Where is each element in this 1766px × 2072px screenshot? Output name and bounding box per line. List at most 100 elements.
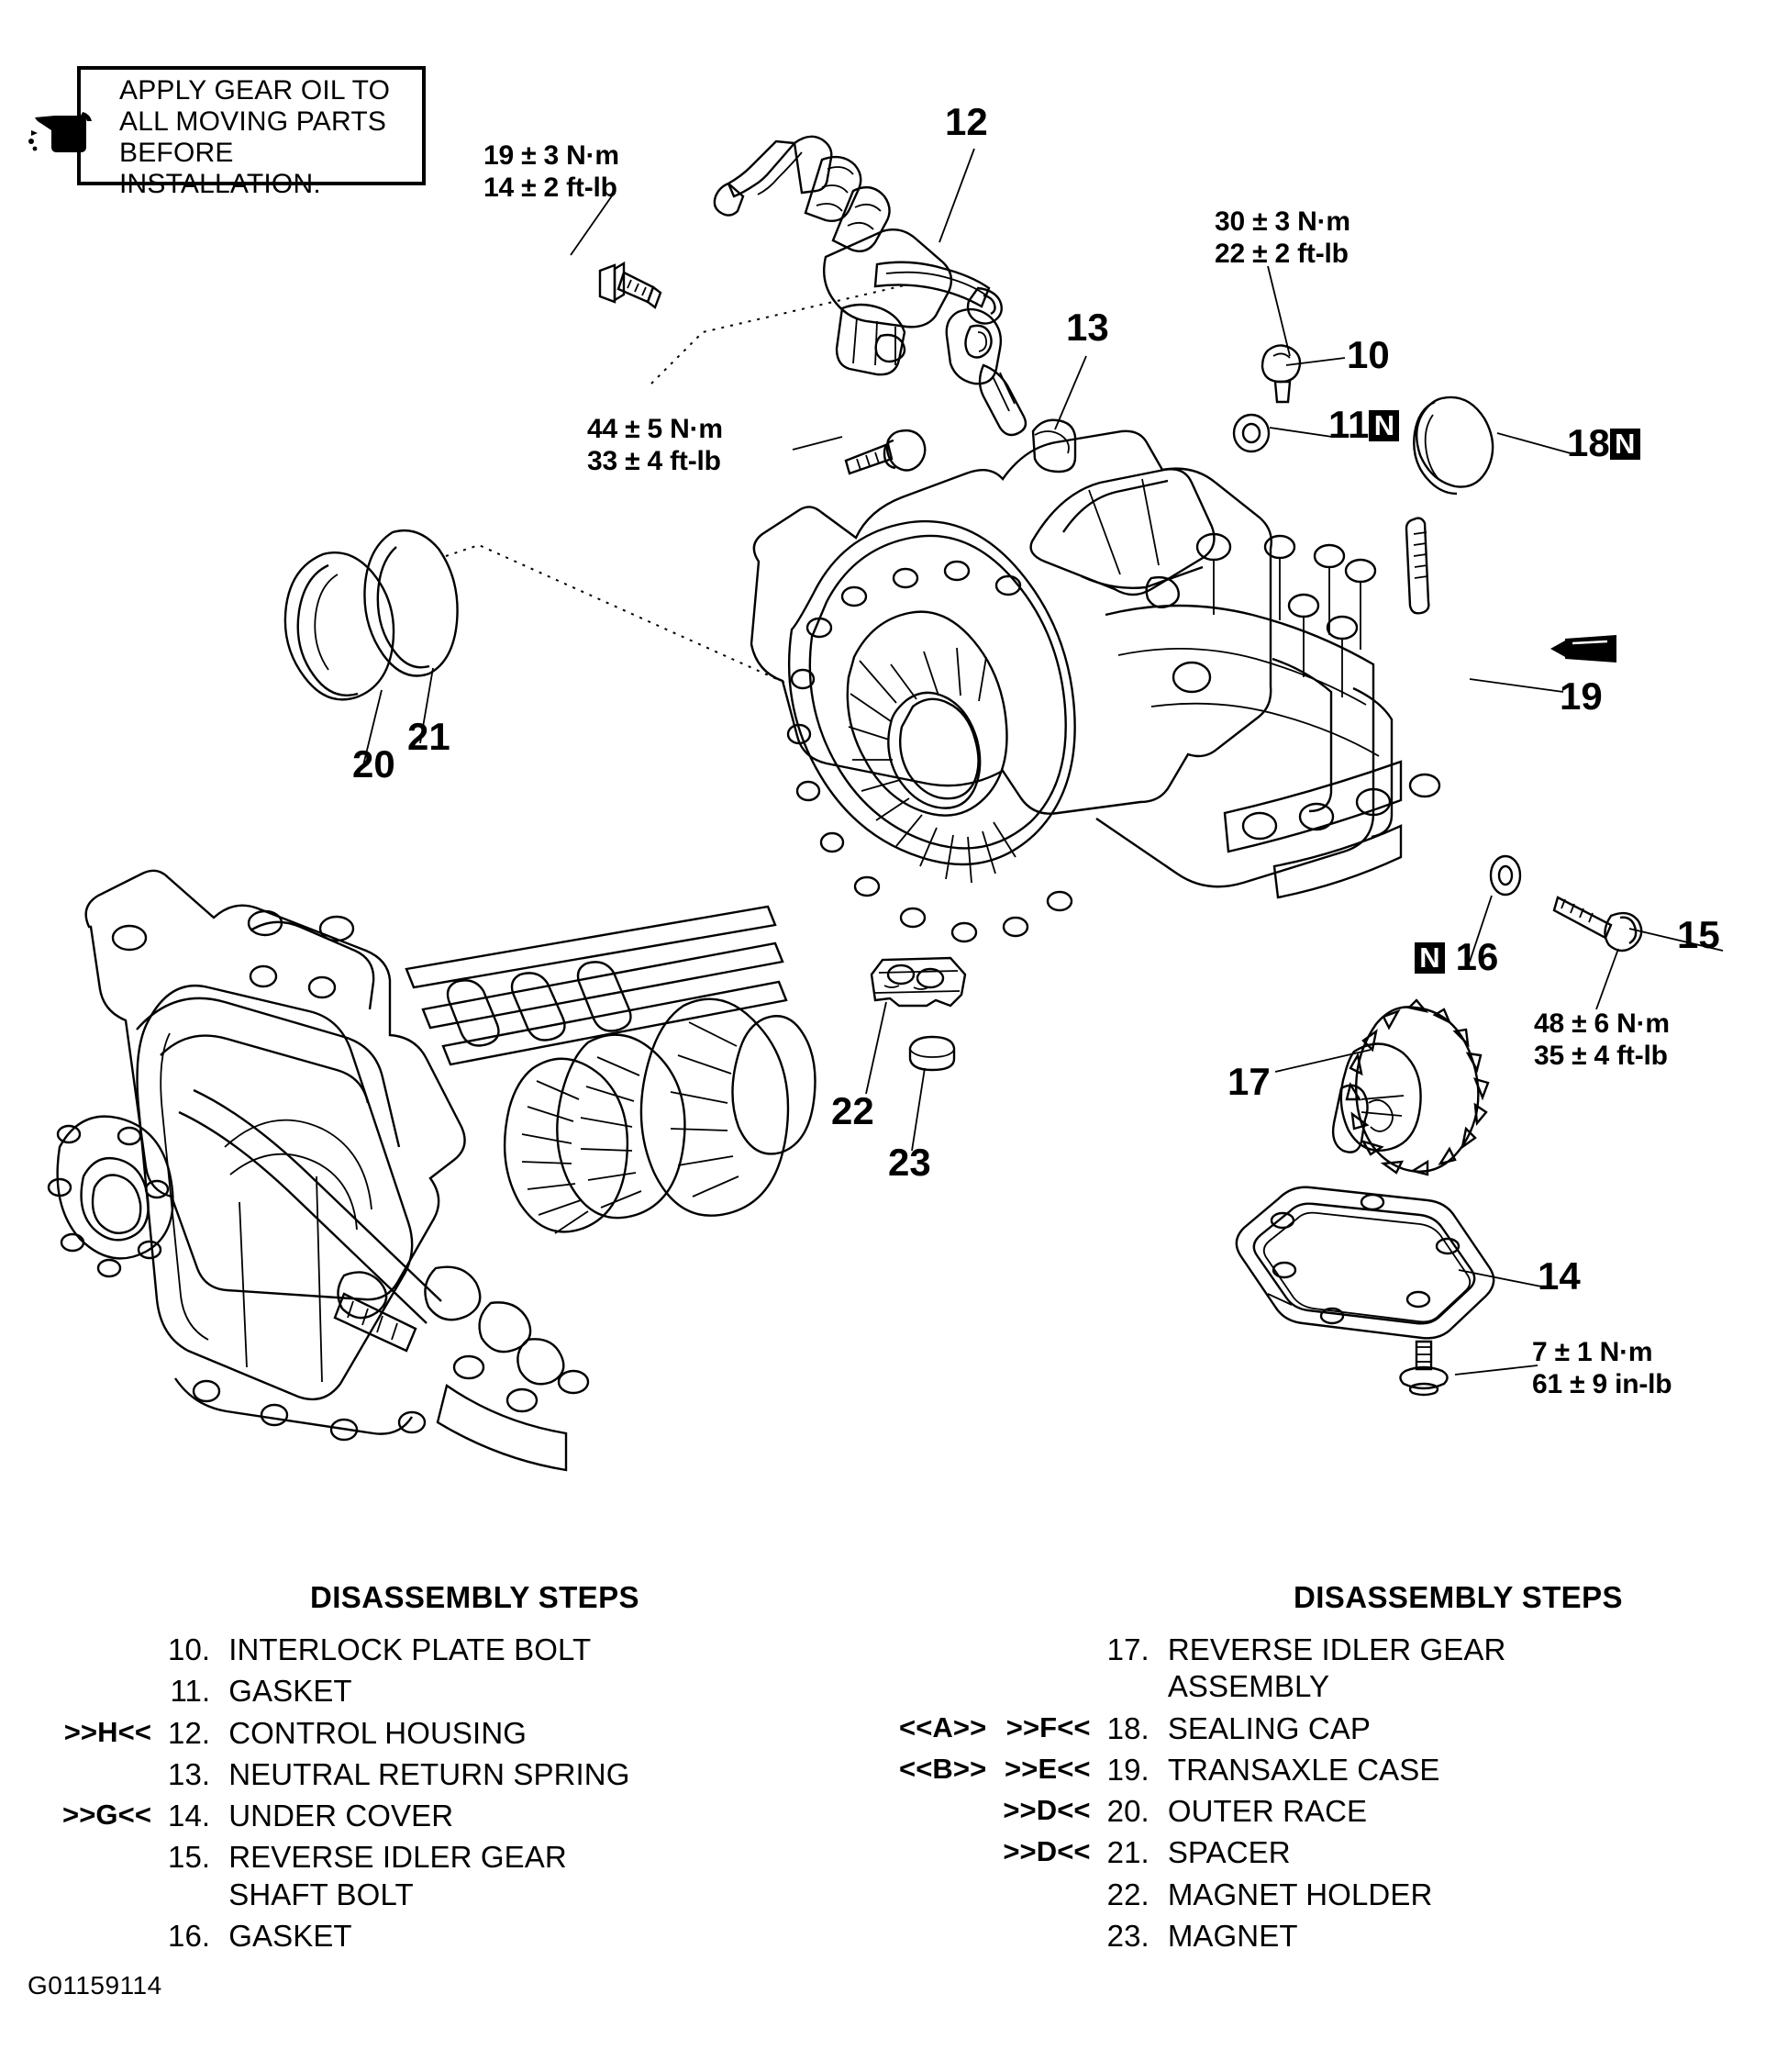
torque-imperial: 14 ± 2 ft-lb [483, 173, 617, 204]
step-label: NEUTRAL RETURN SPRING [228, 1756, 630, 1791]
steps-row: 13. NEUTRAL RETURN SPRING [62, 1756, 660, 1798]
steps-row: 16. GASKET [62, 1918, 660, 1959]
callout-21-number: 21 [407, 715, 450, 758]
steps-row: >>H<< 12. CONTROL HOUSING [62, 1715, 660, 1756]
step-label: REVERSE IDLER GEAR SHAFT BOLT [228, 1840, 567, 1911]
step-number: 11. [170, 1674, 211, 1709]
leader-line-torque-30nm [1267, 265, 1291, 357]
step-marker [62, 1839, 168, 1918]
steps-right-title: DISASSEMBLY STEPS [1294, 1580, 1623, 1614]
callout-14-number: 14 [1538, 1254, 1581, 1298]
leader-line-19 [1469, 678, 1564, 693]
step-marker-a: <<A>> [899, 1710, 987, 1743]
torque-imperial: 33 ± 4 ft-lb [587, 446, 721, 477]
callout-14: 14 [1538, 1257, 1581, 1296]
note-text: APPLY GEAR OIL TO ALL MOVING PARTS BEFOR… [119, 75, 391, 199]
steps-row: 11. GASKET [62, 1673, 660, 1714]
leader-line-torque-48nm [1595, 948, 1619, 1010]
step-marker-a [899, 1918, 1003, 1959]
torque-spec-19nm: 19 ± 3 N·m 14 ± 2 ft-lb [483, 139, 619, 204]
step-number: 21. [1106, 1835, 1150, 1870]
callout-23: 23 [888, 1143, 931, 1182]
steps-row: >>D<< 21. SPACER [899, 1834, 1516, 1876]
step-marker-a [899, 1834, 1003, 1876]
leader-dotted-control-housing [650, 284, 909, 384]
steps-right-table: 17. REVERSE IDLER GEAR ASSEMBLY <<A>> >>… [899, 1632, 1516, 1959]
torque-spec-48nm: 48 ± 6 N·m 35 ± 4 ft-lb [1534, 1008, 1670, 1072]
step-marker-a [899, 1793, 1003, 1834]
callout-19-number: 19 [1560, 674, 1603, 718]
step-number: 13. [168, 1756, 211, 1791]
step-marker-a [899, 1632, 1003, 1710]
step-number: 16. [168, 1918, 211, 1953]
callout-12: 12 [945, 103, 988, 141]
torque-imperial: 35 ± 4 ft-lb [1534, 1041, 1668, 1072]
steps-row: >>D<< 20. OUTER RACE [899, 1793, 1516, 1834]
oil-can-icon [28, 112, 92, 152]
callout-20-number: 20 [352, 742, 395, 785]
step-marker-b [1003, 1918, 1106, 1959]
step-marker: >>H<< [63, 1715, 152, 1748]
torque-metric: 19 ± 3 N·m [483, 140, 619, 171]
neutral-return-spring [1031, 418, 1077, 473]
steps-row: <<A>> >>F<< 18. SEALING CAP [899, 1710, 1516, 1752]
callout-21: 21 [407, 718, 450, 756]
step-marker-a [899, 1877, 1003, 1918]
callout-16-badge-n: N [1415, 942, 1445, 974]
callout-16-number: 16 [1455, 935, 1499, 978]
magnet-holder [870, 956, 967, 1008]
callout-15-number: 15 [1677, 913, 1720, 956]
outer-race [283, 551, 395, 701]
step-label: TRANSAXLE CASE [1167, 1752, 1440, 1787]
leader-line-23 [911, 1067, 926, 1152]
callout-10-number: 10 [1347, 333, 1390, 376]
torque-metric: 7 ± 1 N·m [1532, 1337, 1653, 1367]
steps-row: 22. MAGNET HOLDER [899, 1877, 1516, 1918]
leader-line-14 [1458, 1269, 1542, 1287]
transaxle-case [750, 429, 1441, 943]
step-marker-a: <<B>> [899, 1752, 987, 1785]
steps-left-title: DISASSEMBLY STEPS [310, 1580, 639, 1614]
step-marker [62, 1632, 168, 1673]
steps-row: 17. REVERSE IDLER GEAR ASSEMBLY [899, 1632, 1516, 1710]
leader-line-11 [1269, 427, 1333, 438]
leader-line-20 [362, 689, 383, 766]
step-label: GASKET [228, 1918, 352, 1953]
callout-16: N 16 [1415, 938, 1498, 976]
callout-17-number: 17 [1227, 1060, 1271, 1103]
sealant-tube-icon [1550, 635, 1616, 663]
step-marker-b: >>D<< [1003, 1835, 1091, 1868]
step-marker [62, 1918, 168, 1959]
step-number: 20. [1106, 1794, 1150, 1828]
leader-line-torque-7nm [1454, 1365, 1538, 1376]
callout-20: 20 [352, 745, 395, 784]
step-label: CONTROL HOUSING [228, 1715, 528, 1750]
magnet [908, 1035, 956, 1072]
callout-18-badge-n: N [1609, 429, 1640, 460]
leader-line-22 [865, 1001, 887, 1095]
under-cover [1235, 1186, 1495, 1340]
torque-metric: 30 ± 3 N·m [1215, 206, 1350, 237]
leader-line-torque-19nm [570, 194, 614, 256]
callout-11-badge-n: N [1369, 410, 1400, 441]
torque-metric: 44 ± 5 N·m [587, 414, 723, 444]
step-number: 10. [168, 1632, 211, 1666]
callout-18-number: 18 [1567, 421, 1610, 464]
step-marker-b: >>F<< [1005, 1710, 1091, 1743]
leader-line-18 [1496, 432, 1572, 454]
steps-left-table: 10. INTERLOCK PLATE BOLT 11. GASKET >>H<… [62, 1632, 660, 1959]
step-label: SPACER [1167, 1835, 1291, 1870]
callout-19: 19 [1560, 677, 1603, 716]
step-number: 14. [168, 1799, 211, 1832]
leader-line-12 [939, 148, 975, 243]
callout-22: 22 [831, 1092, 874, 1131]
callout-13: 13 [1066, 308, 1109, 347]
control-housing-bolt [598, 261, 662, 309]
callout-12-number: 12 [945, 100, 988, 143]
step-label: GASKET [228, 1674, 352, 1709]
leader-dotted-transaxle-case [445, 543, 790, 685]
leader-line-17 [1274, 1049, 1372, 1073]
callout-13-number: 13 [1066, 306, 1109, 349]
